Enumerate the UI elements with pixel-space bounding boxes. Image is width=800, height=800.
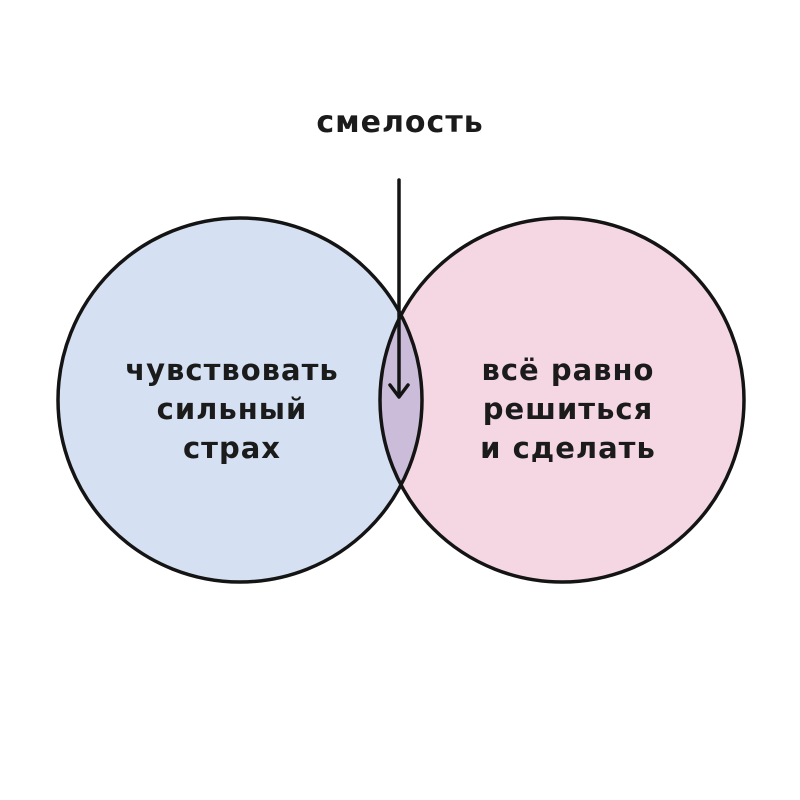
left-label-line-1: чувствовать (125, 353, 339, 387)
right-circle (380, 218, 744, 582)
right-label-line-3: и сделать (480, 431, 656, 465)
right-label-line-1: всё равно (482, 353, 655, 387)
left-circle (58, 218, 422, 582)
right-label-line-2: решиться (483, 392, 654, 426)
left-label-line-2: сильный (157, 392, 308, 426)
left-label-line-3: страх (183, 431, 281, 465)
diagram-title: смелость (316, 105, 483, 140)
arrow-down-icon (388, 178, 410, 399)
right-circle-outline (378, 216, 746, 584)
left-circle-outline (56, 216, 424, 584)
